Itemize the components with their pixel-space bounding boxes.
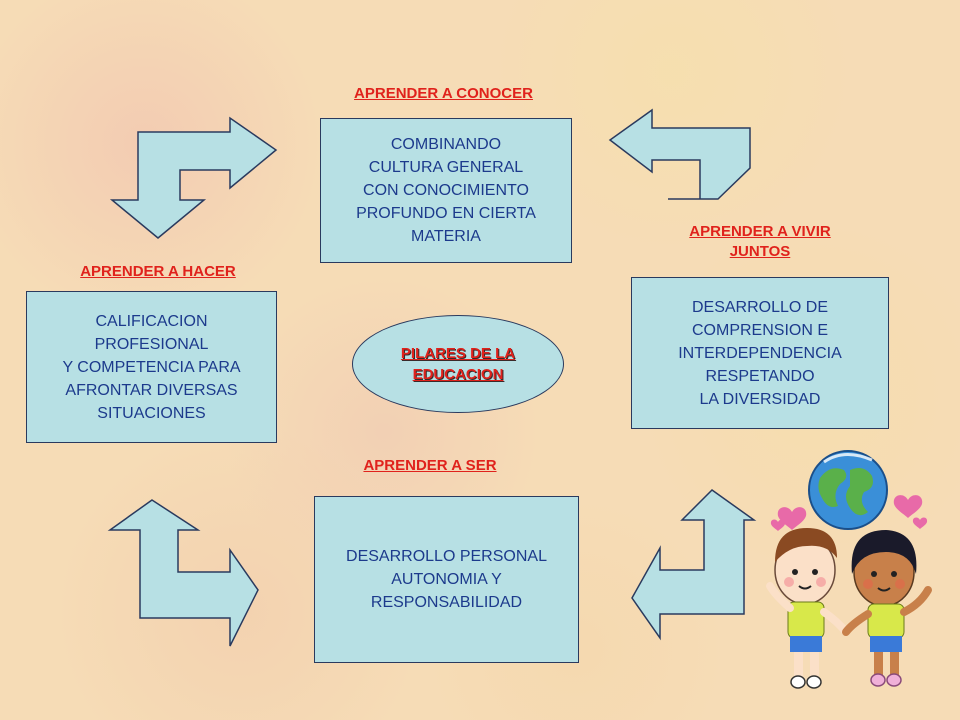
children-illustration [766, 528, 932, 689]
heart-icon [912, 517, 928, 529]
heart-icon [777, 507, 807, 530]
box-aprender-a-hacer: CALIFICACION PROFESIONAL Y COMPETENCIA P… [26, 291, 277, 443]
heart-icon [893, 495, 923, 518]
bent-arrow-icon [631, 489, 757, 641]
center-ellipse-pilares: PILARES DE LA EDUCACION [352, 315, 564, 413]
heading-aprender-a-conocer: APRENDER A CONOCER [354, 85, 533, 102]
heading-aprender-a-ser: APRENDER A SER [363, 457, 497, 474]
box-vivir-text: DESARROLLO DE COMPRENSION E INTERDEPENDE… [678, 298, 842, 408]
box-ser-text: DESARROLLO PERSONAL AUTONOMIA Y RESPONSA… [346, 548, 547, 611]
center-title: PILARES DE LA EDUCACION [400, 345, 516, 383]
heading-aprender-a-hacer: APRENDER A HACER [80, 263, 236, 280]
heading-aprender-a-vivir-juntos: APRENDER A VIVIR JUNTOS [689, 223, 831, 260]
bent-arrow-icon [109, 116, 278, 239]
box-aprender-a-vivir-juntos: DESARROLLO DE COMPRENSION E INTERDEPENDE… [631, 277, 889, 429]
heart-icon [770, 519, 786, 531]
globe-icon [808, 450, 888, 530]
box-aprender-a-conocer: COMBINANDO CULTURA GENERAL CON CONOCIMIE… [320, 118, 572, 263]
box-aprender-a-ser: DESARROLLO PERSONAL AUTONOMIA Y RESPONSA… [314, 496, 579, 663]
box-conocer-text: COMBINANDO CULTURA GENERAL CON CONOCIMIE… [356, 136, 536, 245]
box-hacer-text: CALIFICACION PROFESIONAL Y COMPETENCIA P… [62, 312, 241, 422]
bent-arrow-icon [107, 499, 259, 647]
bent-arrow-icon [608, 108, 751, 200]
